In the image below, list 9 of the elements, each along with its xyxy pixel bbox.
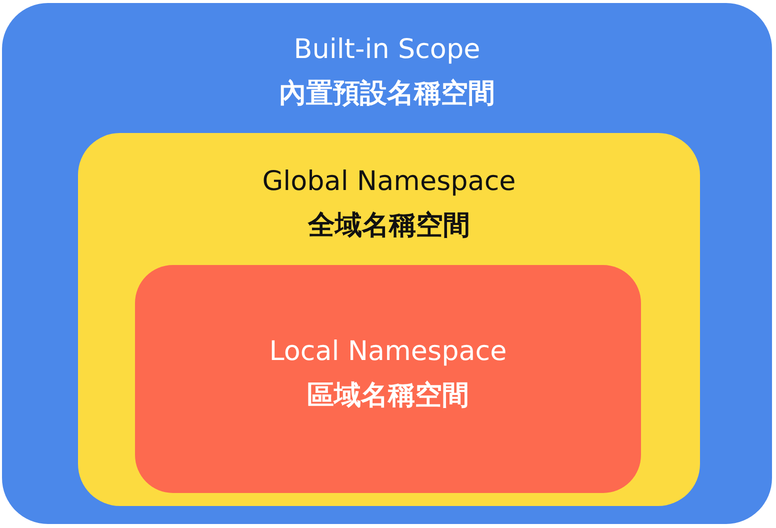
heading-text: Built-in Scope <box>294 33 480 67</box>
heading-text: Global Namespace <box>262 165 516 199</box>
scope-box <box>2 3 772 524</box>
subheading-text: 全域名稱空間 <box>308 209 470 243</box>
subheading-text: 內置預設名稱空間 <box>279 77 495 111</box>
namespace-box <box>78 133 700 506</box>
heading-text: Local Namespace <box>269 335 507 369</box>
namespace-box <box>135 265 641 493</box>
subheading-text: 區域名稱空間 <box>307 379 469 413</box>
